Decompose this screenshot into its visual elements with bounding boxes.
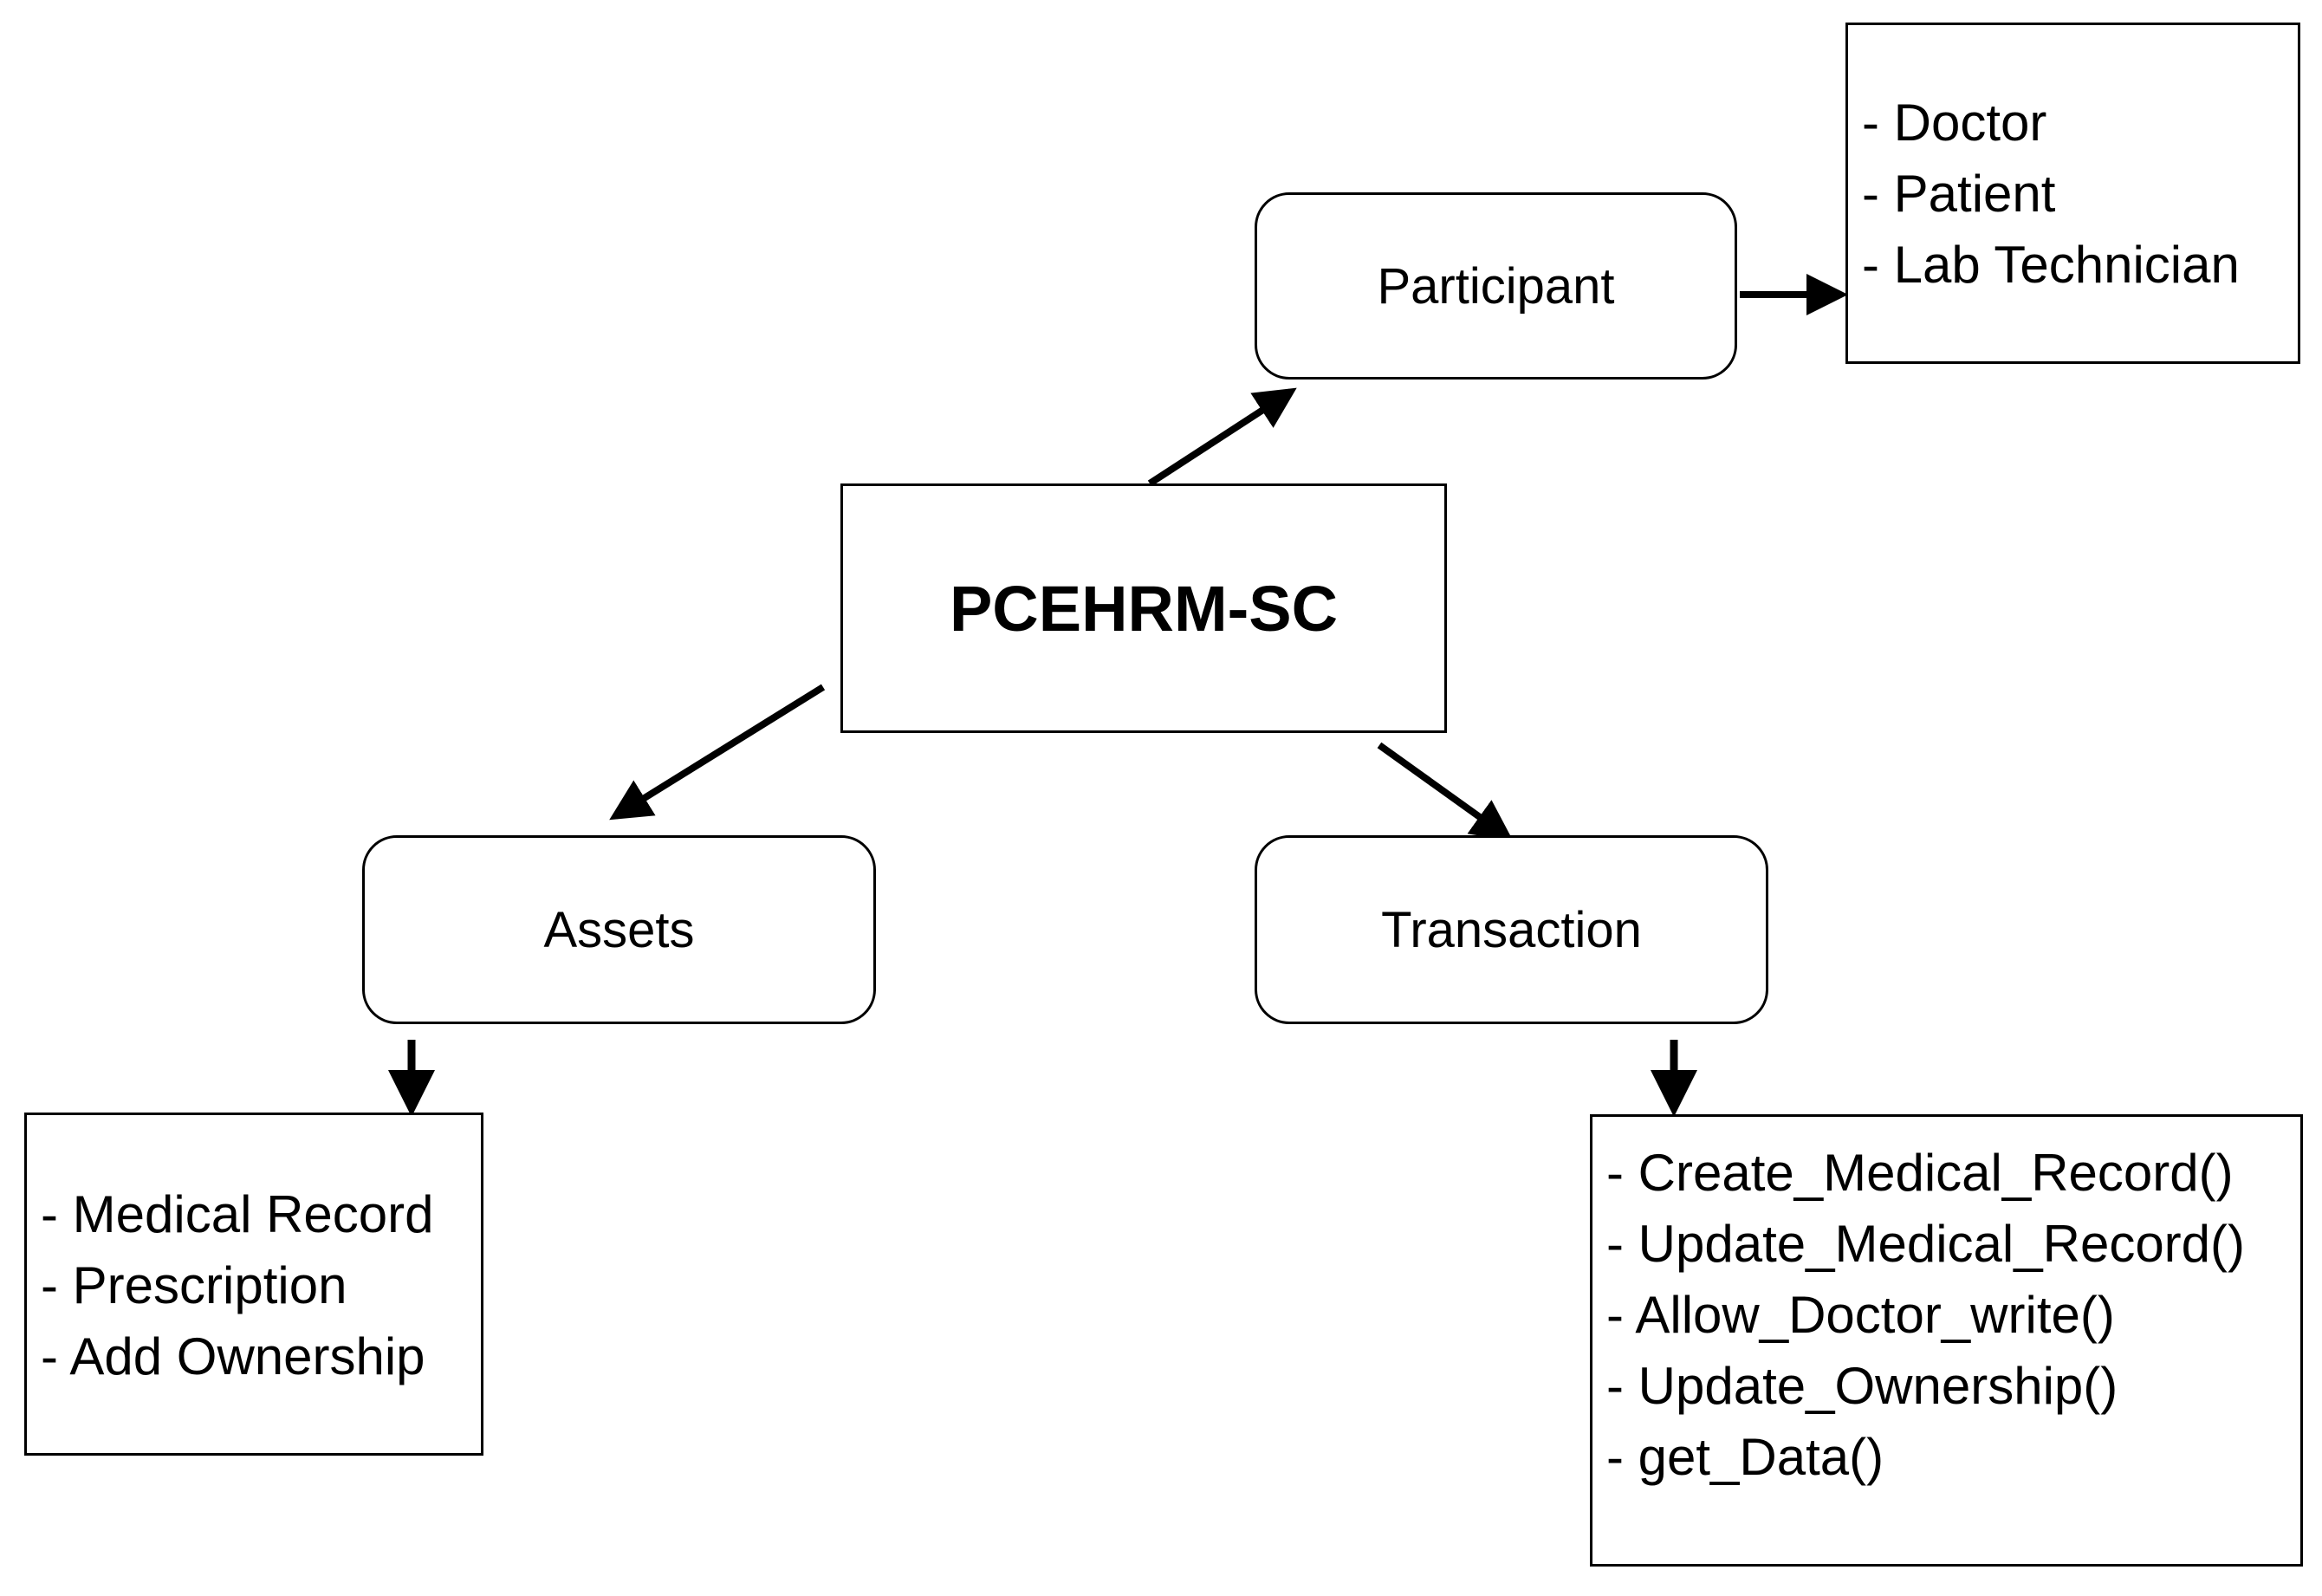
arrow-center-to-participant: [1147, 387, 1297, 487]
list-item: - Update_Ownership(): [1606, 1357, 2118, 1415]
transaction-node: Transaction: [1255, 835, 1768, 1024]
transaction-list-box: - Create_Medical_Record() - Update_Medic…: [1590, 1114, 2303, 1567]
assets-node: Assets: [362, 835, 876, 1024]
list-item: - get_Data(): [1606, 1428, 1884, 1486]
participant-roles-list: - Doctor - Patient - Lab Technician: [1862, 88, 2298, 301]
list-item: - Update_Medical_Record(): [1606, 1215, 2245, 1273]
list-item: - Allow_Doctor_write(): [1606, 1286, 2115, 1344]
list-item: - Doctor: [1862, 94, 2047, 152]
participant-roles-box: - Doctor - Patient - Lab Technician: [1845, 23, 2300, 364]
list-item: - Create_Medical_Record(): [1606, 1144, 2234, 1202]
assets-list-box: - Medical Record - Prescription - Add Ow…: [24, 1113, 483, 1456]
transaction-list: - Create_Medical_Record() - Update_Medic…: [1606, 1138, 2300, 1493]
center-node: PCEHRM-SC: [840, 483, 1447, 733]
list-item: - Patient: [1862, 165, 2056, 223]
list-item: - Medical Record: [41, 1185, 434, 1243]
transaction-label: Transaction: [1381, 901, 1642, 958]
arrow-center-to-assets: [609, 684, 826, 821]
list-item: - Prescription: [41, 1256, 347, 1314]
assets-label: Assets: [543, 901, 695, 958]
arrow-center-to-transaction: [1377, 742, 1514, 841]
center-label: PCEHRM-SC: [949, 572, 1339, 645]
participant-label: Participant: [1377, 257, 1615, 315]
list-item: - Add Ownership: [41, 1327, 425, 1385]
assets-list: - Medical Record - Prescription - Add Ow…: [41, 1179, 481, 1392]
participant-node: Participant: [1255, 192, 1737, 380]
list-item: - Lab Technician: [1862, 236, 2240, 294]
